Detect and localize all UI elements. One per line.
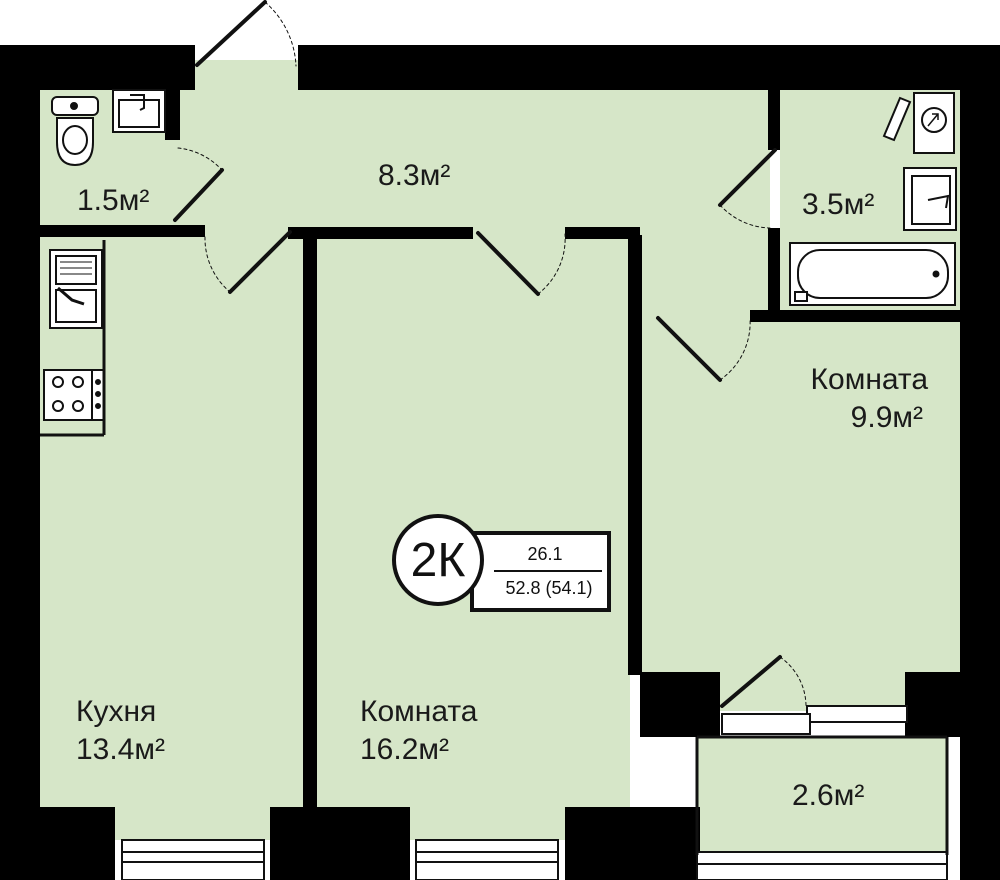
living-area: 26.1 <box>527 544 563 564</box>
hall-lower-floor <box>640 228 770 328</box>
apartment-type-badge: 2К <box>392 514 484 606</box>
window-room <box>415 839 559 880</box>
wall-room-small-bottom-r <box>905 672 960 737</box>
wall-room-room <box>628 235 642 675</box>
toilet-icon <box>51 96 99 167</box>
balcony-edges <box>695 735 949 855</box>
hall-area: 8.3м² <box>378 159 451 192</box>
wall-bath-left-top <box>768 90 780 150</box>
kitchen-floor <box>40 235 305 810</box>
bathroom-area: 3.5м² <box>802 188 875 221</box>
door-swings <box>173 0 807 708</box>
fixtures <box>43 89 957 421</box>
balcony-floor <box>697 737 947 855</box>
wall-top-right <box>298 45 1000 90</box>
kitchen-sink-icon <box>49 249 103 329</box>
wall-wc-bottom <box>40 225 205 237</box>
balcony-area: 2.6м² <box>792 779 865 812</box>
balcony-door <box>806 705 908 723</box>
room-small-door <box>656 316 722 382</box>
stove-icon <box>43 369 105 421</box>
bathtub-icon <box>789 242 956 306</box>
room-big-door <box>476 231 540 296</box>
balcony-door-sill <box>717 673 907 711</box>
room-small-area: 9.9м² <box>850 401 923 434</box>
windows <box>121 705 948 880</box>
wall-bottom-left <box>0 807 115 880</box>
wall-left <box>0 45 40 880</box>
area-divider <box>494 570 602 572</box>
kitchen-name: Кухня <box>76 695 157 728</box>
wall-hall-bottom-a <box>288 227 473 239</box>
balcony-swing-door <box>720 655 782 708</box>
balcony-door-frame <box>721 713 811 735</box>
total-area: 52.8 (54.1) <box>505 578 593 598</box>
entry-door <box>195 0 267 67</box>
window-kitchen <box>121 839 265 880</box>
wall-room-small-bottom-l <box>640 672 720 737</box>
window-sill-room <box>408 810 566 840</box>
washing-machine-icon <box>913 92 955 154</box>
bathroom-sink-icon <box>903 167 957 231</box>
wall-hall-bottom-b <box>565 227 640 239</box>
room-big-area: 16.2м² <box>360 733 450 766</box>
wall-bottom-mid-r <box>565 807 700 880</box>
mirror-icon <box>882 96 912 142</box>
wall-top-left-jamb <box>180 45 195 70</box>
room-small-name: Комната <box>810 363 928 396</box>
wall-right <box>960 45 1000 880</box>
wc-sink-icon <box>112 89 166 133</box>
wc-area: 1.5м² <box>77 184 150 217</box>
wall-kitchen-room <box>303 235 317 810</box>
wall-bottom-mid <box>270 807 410 880</box>
kitchen-door <box>228 230 292 294</box>
window-balcony <box>696 851 948 880</box>
wall-wc-right <box>165 90 180 140</box>
wall-bath-left-bottom <box>768 228 780 318</box>
wc-door <box>173 168 224 222</box>
window-sill-kitchen <box>113 810 271 840</box>
room-small-floor <box>640 318 960 673</box>
kitchen-area: 13.4м² <box>76 733 166 766</box>
bath-door <box>718 148 777 207</box>
room-big-name: Комната <box>360 695 478 728</box>
wall-bath-bottom <box>750 310 960 322</box>
room-big-floor <box>315 235 630 810</box>
walls <box>0 45 1000 880</box>
wall-top-left <box>0 45 195 90</box>
